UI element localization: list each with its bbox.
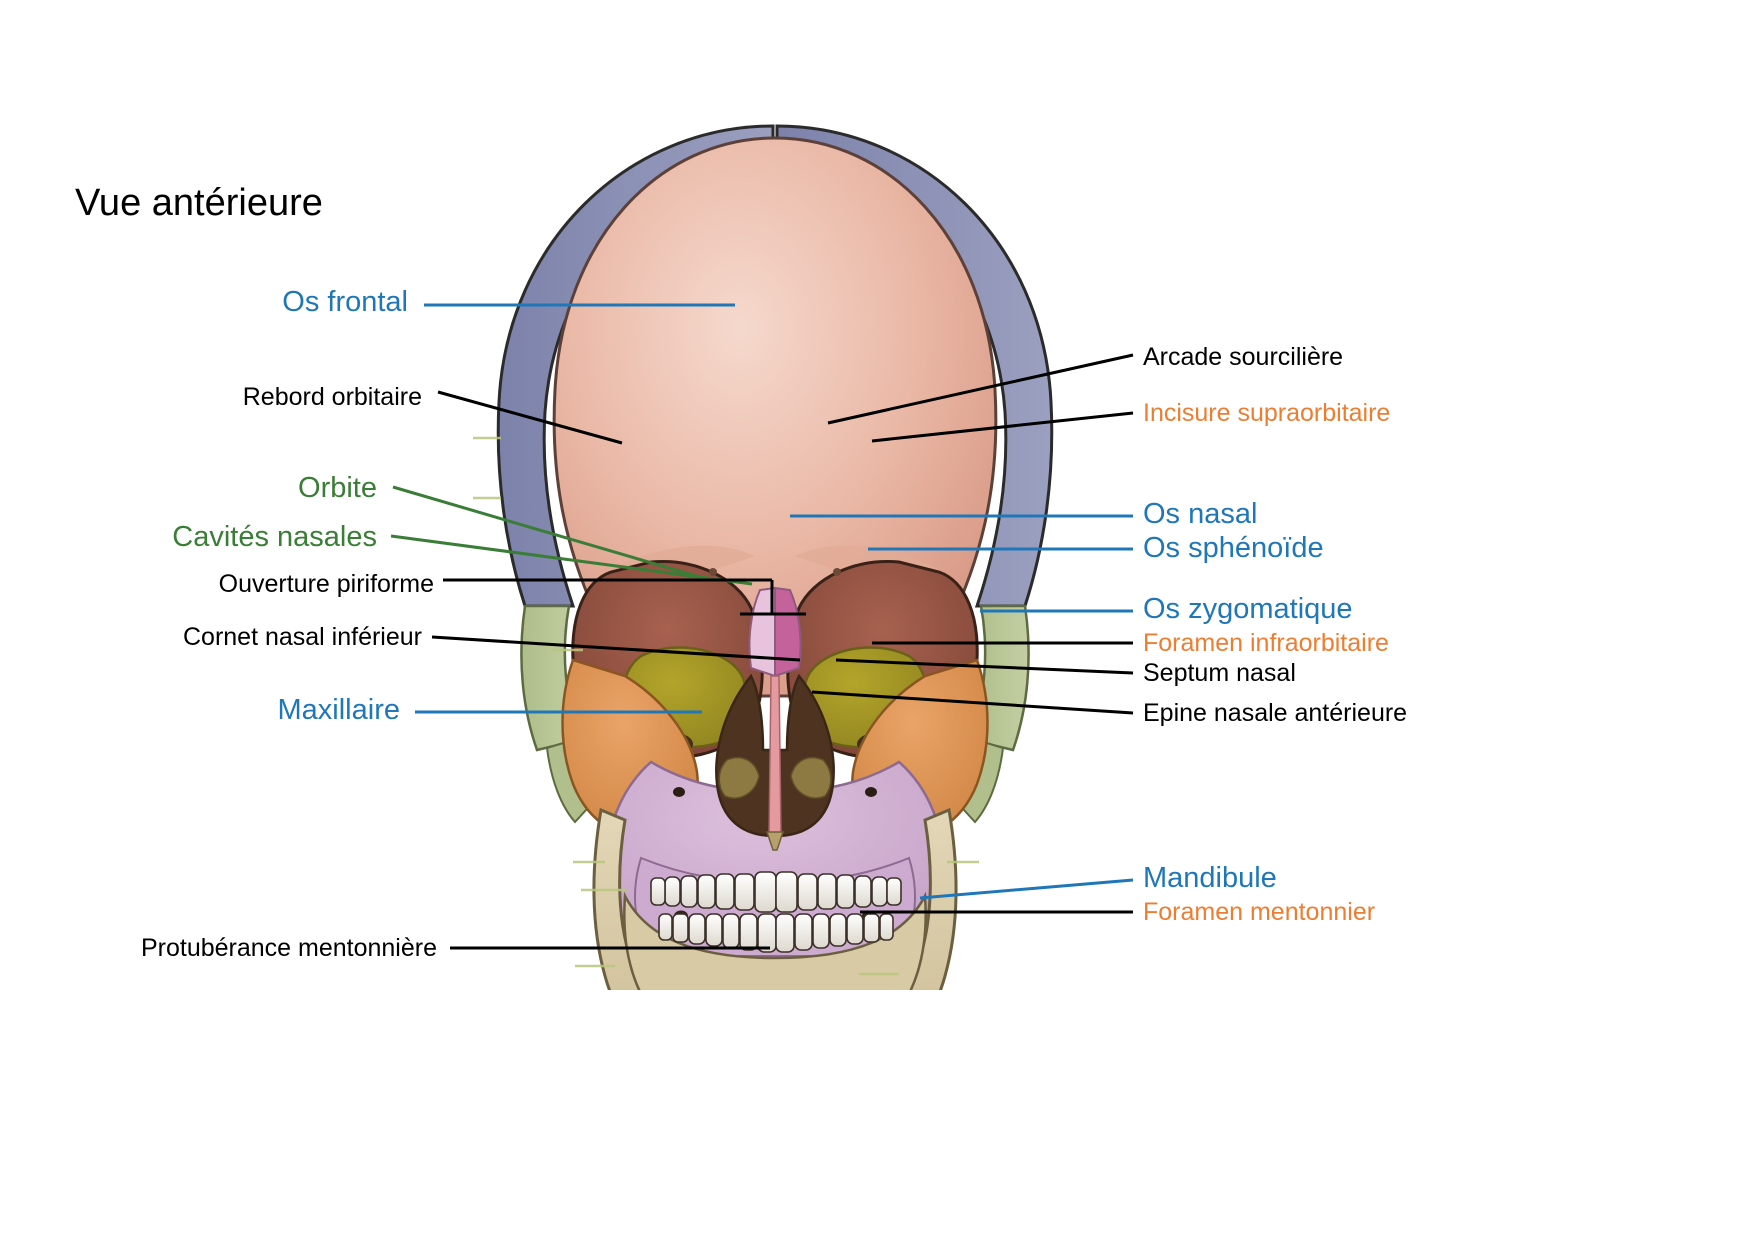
upper-teeth <box>650 871 902 913</box>
lower-teeth <box>658 913 894 953</box>
label-maxillaire[interactable]: Maxillaire <box>277 694 400 726</box>
inferior-nasal-concha-right <box>790 756 832 799</box>
infraorbital-foramen-left <box>673 787 685 797</box>
label-epine-nasale-anterieure[interactable]: Epine nasale antérieure <box>1143 699 1408 727</box>
skull-illustration <box>455 120 1095 990</box>
infraorbital-foramen-right <box>865 787 877 797</box>
label-foramen-infraorbitaire[interactable]: Foramen infraorbitaire <box>1143 629 1389 657</box>
mandible <box>592 807 958 990</box>
mandible-body <box>623 891 927 990</box>
label-foramen-mentonnier[interactable]: Foramen mentonnier <box>1143 898 1376 926</box>
supraorbital-notch-right <box>833 568 841 576</box>
label-cavites-nasales[interactable]: Cavités nasales <box>172 521 377 553</box>
label-arcade-sourciliere[interactable]: Arcade sourcilière <box>1143 343 1344 371</box>
label-os-frontal[interactable]: Os frontal <box>282 286 408 318</box>
label-cornet-nasal-inferieur[interactable]: Cornet nasal inférieur <box>182 623 422 651</box>
page-title: Vue antérieure <box>75 182 323 224</box>
label-orbite[interactable]: Orbite <box>298 472 377 504</box>
label-incisure-supraorbitaire[interactable]: Incisure supraorbitaire <box>1143 399 1391 427</box>
label-ouverture-piriforme[interactable]: Ouverture piriforme <box>218 570 434 598</box>
anterior-nasal-spine <box>765 831 785 851</box>
label-rebord-orbitaire[interactable]: Rebord orbitaire <box>242 383 422 411</box>
nasal-septum <box>768 675 782 837</box>
supraorbital-notch-left <box>709 568 717 576</box>
label-mandibule[interactable]: Mandibule <box>1143 862 1277 894</box>
inferior-nasal-concha-left <box>718 756 760 799</box>
label-septum-nasal[interactable]: Septum nasal <box>1143 659 1296 687</box>
label-os-sphenoide[interactable]: Os sphénoïde <box>1143 532 1324 564</box>
label-os-zygomatique[interactable]: Os zygomatique <box>1143 593 1353 625</box>
label-protuberance-mentonniere[interactable]: Protubérance mentonnière <box>140 934 437 962</box>
label-os-nasal[interactable]: Os nasal <box>1143 498 1258 530</box>
